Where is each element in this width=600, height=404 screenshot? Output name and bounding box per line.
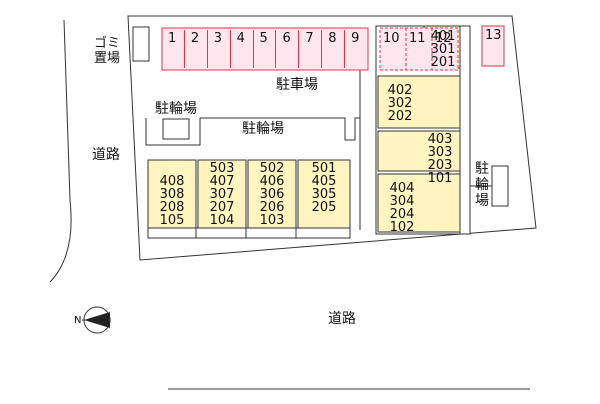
bike-east-label: 駐輪場 [475,161,489,209]
unit-number-201: 201 [430,55,456,70]
unit-number-503: 503 [209,161,235,176]
compass-north-label: N [74,315,82,326]
garbage-label: ゴミ置場 [94,36,121,66]
south-unit-4 [297,159,351,229]
unit-number-104: 104 [209,213,235,228]
unit-number-302: 302 [387,96,413,111]
road-edge-west [49,19,72,283]
parking-space-10: 10 [383,31,400,46]
unit-number-102: 102 [389,220,415,235]
unit-number-307: 307 [209,187,235,202]
parking-space-6: 6 [276,30,300,68]
unit-number-407: 407 [209,174,235,189]
unit-number-103: 103 [259,213,285,228]
bike-shelter-small [162,118,190,140]
unit-number-308: 308 [159,187,185,202]
south-unit-3 [247,159,297,229]
south-corridor [147,227,351,239]
unit-number-406: 406 [259,174,285,189]
unit-number-208: 208 [159,200,185,215]
parking-space-4: 4 [231,30,254,68]
unit-number-502: 502 [259,161,285,176]
lot-boundary [127,15,537,261]
road-south-label: 道路 [328,311,356,327]
unit-number-305: 305 [311,187,337,202]
unit-number-207: 207 [209,200,235,215]
unit-number-105: 105 [159,213,185,228]
unit-number-402: 402 [387,83,413,98]
parking-label: 駐車場 [276,77,318,93]
parking-space-5: 5 [254,30,277,68]
road-west-label: 道路 [92,147,120,163]
parking-space-1: 1 [162,30,185,68]
bike-center-label: 駐輪場 [242,121,284,137]
parking-space-7: 7 [299,30,323,68]
parking-space-3: 3 [208,30,231,68]
unit-number-401: 401 [430,29,456,44]
unit-number-206: 206 [259,200,285,215]
unit-number-304: 304 [389,194,415,209]
driveway-outline [145,117,361,230]
unit-number-404: 404 [389,181,415,196]
unit-number-303: 303 [427,145,453,160]
unit-number-205: 205 [311,200,337,215]
unit-number-403: 403 [427,132,453,147]
parking-space-2: 2 [185,30,208,68]
parking-row-a [161,27,369,71]
unit-number-405: 405 [311,174,337,189]
parking-13-label: 13 [485,28,502,43]
unit-number-306: 306 [259,187,285,202]
east-unit-upper [377,75,463,129]
parking-space-11: 11 [409,31,426,46]
unit-number-203: 203 [427,158,453,173]
bike-shelter-east [491,165,509,207]
parking-space-12: 12 [435,31,452,46]
unit-number-408: 408 [159,174,185,189]
parking-row-b [379,27,459,71]
parking-space-9: 9 [351,31,360,46]
south-unit-2 [197,159,247,229]
south-unit-1 [147,159,197,229]
unit-number-101: 101 [427,171,453,186]
unit-number-202: 202 [387,109,413,124]
unit-number-501: 501 [311,161,337,176]
unit-number-204: 204 [389,207,415,222]
garbage-box [132,26,150,62]
parking-13-box [481,25,505,67]
parking-space-8: 8 [322,30,346,68]
compass-icon [82,306,111,334]
bike-small-label: 駐輪場 [155,101,197,117]
east-corridor [459,25,471,235]
unit-number-301: 301 [430,42,456,57]
